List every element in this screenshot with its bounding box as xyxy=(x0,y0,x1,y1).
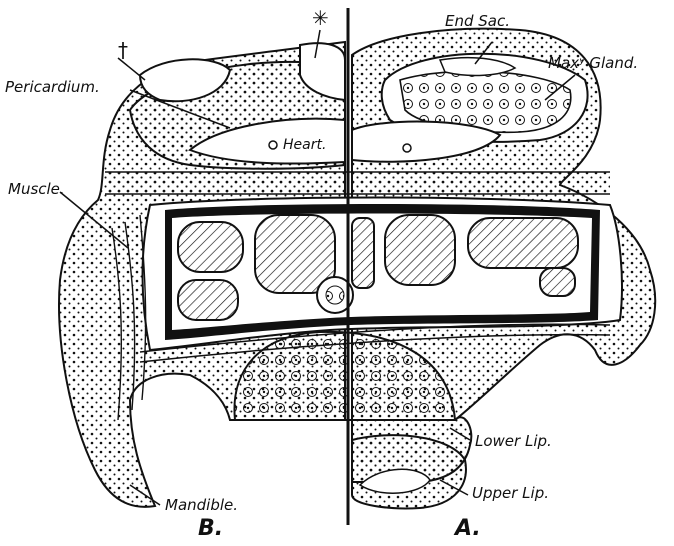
label-end-sac: End Sac. xyxy=(445,14,510,29)
label-muscle: Muscle. xyxy=(8,182,65,197)
label-mandible: Mandible. xyxy=(165,498,238,513)
panel-label-b: B. xyxy=(198,518,223,540)
label-lower-lip: Lower Lip. xyxy=(475,434,552,449)
body-wall-strip xyxy=(105,172,610,194)
label-max-gland: Maxʸ Gland. xyxy=(548,56,638,71)
asterisk-symbol: ✳ xyxy=(312,8,329,28)
label-heart: Heart. xyxy=(283,138,326,152)
label-upper-lip: Upper Lip. xyxy=(472,486,549,501)
panel-label-a: A. xyxy=(455,518,481,540)
dagger-symbol: † xyxy=(118,40,128,60)
label-pericardium: Pericardium. xyxy=(5,80,100,95)
